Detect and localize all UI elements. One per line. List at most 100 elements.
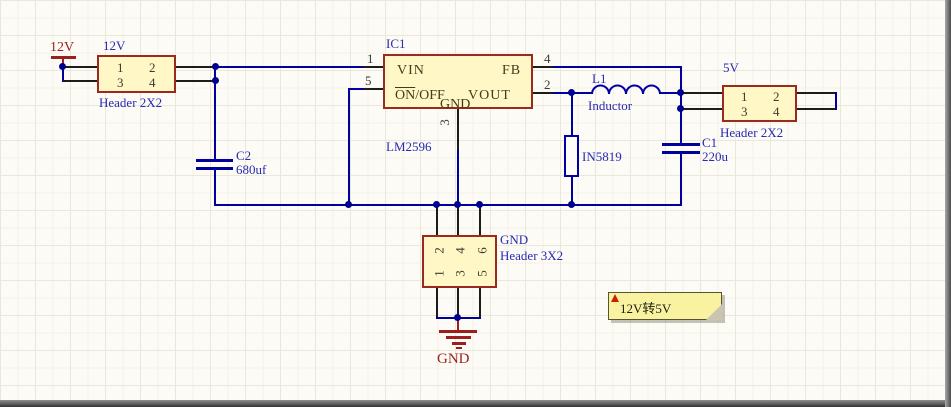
- ic1-pin5-num: 5: [365, 73, 372, 88]
- c2-designator[interactable]: C2: [236, 148, 252, 163]
- wire-gnd-stub[interactable]: [457, 319, 459, 330]
- gnd-symbol-bar2[interactable]: [446, 336, 471, 339]
- wire-c2-bottom[interactable]: [214, 170, 216, 206]
- ic-pin1-stub[interactable]: [363, 66, 383, 68]
- wire-icgnd-v[interactable]: [457, 150, 459, 206]
- diode-symbol[interactable]: [564, 135, 579, 177]
- c1-value[interactable]: 220u: [702, 149, 728, 164]
- wire-5v-rail-bottom[interactable]: [680, 153, 682, 206]
- ic-pin2-stub[interactable]: [533, 92, 553, 94]
- hdr5v-comment[interactable]: Header 2X2: [720, 125, 784, 140]
- hdrgnd-pin2-num: 2: [431, 247, 447, 254]
- ic1-pin-vout: VOUT: [468, 88, 511, 103]
- wire-hdr12v-pin2[interactable]: [176, 66, 216, 68]
- c2-value[interactable]: 680uf: [236, 162, 267, 177]
- junction-dot: [677, 89, 684, 96]
- wire-hdr5v-pin4[interactable]: [797, 108, 837, 110]
- wire-fb-v[interactable]: [680, 66, 682, 94]
- ic1-body[interactable]: VIN FB ON/OFF VOUT GND: [383, 54, 533, 112]
- ic1-comment[interactable]: LM2596: [386, 139, 432, 154]
- inductor-symbol[interactable]: [591, 84, 661, 95]
- ic-pin5-stub[interactable]: [363, 88, 383, 90]
- wire-vin-net[interactable]: [214, 66, 364, 68]
- hdr12v-pin1-num: 1: [117, 60, 124, 75]
- ic1-pin-onoff-on: ON: [395, 88, 416, 103]
- note-marker-icon: [611, 294, 619, 302]
- c1-designator[interactable]: C1: [702, 135, 718, 150]
- wire-hdr5v-loop[interactable]: [835, 92, 837, 110]
- wire-12v-pin3[interactable]: [63, 80, 97, 82]
- wire-12v-rail[interactable]: [62, 64, 64, 82]
- gnd-symbol-bar1[interactable]: [439, 330, 477, 333]
- gnd-symbol-bar4[interactable]: [456, 347, 462, 349]
- ic-pin4-stub[interactable]: [533, 66, 553, 68]
- ic1-pin-gnd: GND: [440, 97, 471, 112]
- hdr12v-comment[interactable]: Header 2X2: [99, 95, 163, 110]
- hdrgnd-designator[interactable]: GND: [500, 232, 529, 247]
- hdrgnd-pin5-num: 5: [474, 270, 490, 277]
- hdrgnd-pin4-num: 4: [452, 247, 468, 254]
- wire-onoff-v[interactable]: [348, 88, 350, 206]
- wire-diode-top[interactable]: [571, 92, 573, 135]
- hdr5v-pin4-num: 4: [773, 104, 780, 119]
- junction-dot: [212, 77, 219, 84]
- d1-designator[interactable]: IN5819: [582, 149, 622, 164]
- note-fold-corner: [706, 304, 722, 320]
- wire-fb-h[interactable]: [553, 66, 682, 68]
- hdr5v-designator[interactable]: 5V: [723, 60, 739, 75]
- l1-designator[interactable]: L1: [592, 71, 607, 86]
- ic1-pin-vin: VIN: [397, 63, 425, 78]
- note-text: 12V转5V: [620, 301, 672, 316]
- wire-hdr12v-pin4[interactable]: [176, 80, 216, 82]
- junction-dot: [454, 314, 461, 321]
- wire-hdr5v-pin3[interactable]: [682, 108, 722, 110]
- hdr12v-designator[interactable]: 12V: [103, 38, 126, 53]
- wire-hdr5v-pin2[interactable]: [797, 92, 837, 94]
- ic-pin3-stub[interactable]: [457, 109, 459, 150]
- hdr12v-pin2-num: 2: [149, 60, 156, 75]
- window-edge-bottom: [0, 400, 951, 407]
- wire-hdr5v-pin1[interactable]: [682, 92, 722, 94]
- wire-hdrgnd-t1[interactable]: [436, 205, 438, 235]
- hdrgnd-pin1-num: 1: [431, 270, 447, 277]
- gnd-symbol-bar3[interactable]: [452, 342, 466, 345]
- power-port-12v-label[interactable]: 12V: [50, 40, 75, 55]
- hdrgnd-pin3-num: 3: [452, 270, 468, 277]
- c1-plate-top[interactable]: [662, 143, 700, 146]
- c2-plate-top[interactable]: [196, 159, 233, 162]
- hdr5v-body[interactable]: 1 2 3 4: [722, 85, 797, 122]
- hdr5v-pin3-num: 3: [741, 104, 748, 119]
- power-port-gnd-label[interactable]: GND: [437, 351, 470, 367]
- ic1-designator[interactable]: IC1: [386, 36, 406, 51]
- hdrgnd-body[interactable]: 2 4 6 1 3 5: [422, 235, 497, 288]
- wire-onoff-h[interactable]: [348, 88, 364, 90]
- wire-hdrgnd-b3[interactable]: [479, 288, 481, 318]
- wire-diode-bottom[interactable]: [571, 177, 573, 206]
- l1-comment[interactable]: Inductor: [588, 98, 633, 113]
- window-edge-right: [945, 0, 951, 407]
- wire-gnd-bus[interactable]: [214, 204, 682, 206]
- hdr12v-body[interactable]: 1 2 3 4: [97, 55, 176, 93]
- hdrgnd-comment[interactable]: Header 3X2: [500, 248, 564, 263]
- c1-plate-bottom[interactable]: [662, 151, 700, 154]
- junction-dot: [212, 63, 219, 70]
- wire-c2-top[interactable]: [214, 66, 216, 160]
- wire-vout-h2[interactable]: [659, 92, 681, 94]
- c2-plate-bottom[interactable]: [196, 167, 233, 170]
- power-bar-12v[interactable]: [51, 56, 76, 59]
- wire-hdrgnd-b2[interactable]: [457, 288, 459, 318]
- junction-dot: [59, 63, 66, 70]
- ic1-pin-onoff-off: /OFF: [415, 88, 445, 103]
- hdr12v-pin3-num: 3: [117, 75, 124, 90]
- wire-hdrgnd-t2[interactable]: [457, 205, 459, 235]
- ic1-pin1-num: 1: [367, 51, 374, 66]
- power-stub-12v[interactable]: [62, 58, 64, 65]
- wire-12v-pin1[interactable]: [63, 66, 97, 68]
- wire-hdrgnd-b1[interactable]: [436, 288, 438, 318]
- hdr12v-pin4-num: 4: [149, 75, 156, 90]
- junction-dot: [677, 105, 684, 112]
- wire-5v-rail-top[interactable]: [680, 92, 682, 144]
- sticky-note[interactable]: 12V转5V: [608, 292, 722, 320]
- wire-hdrgnd-t3[interactable]: [479, 205, 481, 235]
